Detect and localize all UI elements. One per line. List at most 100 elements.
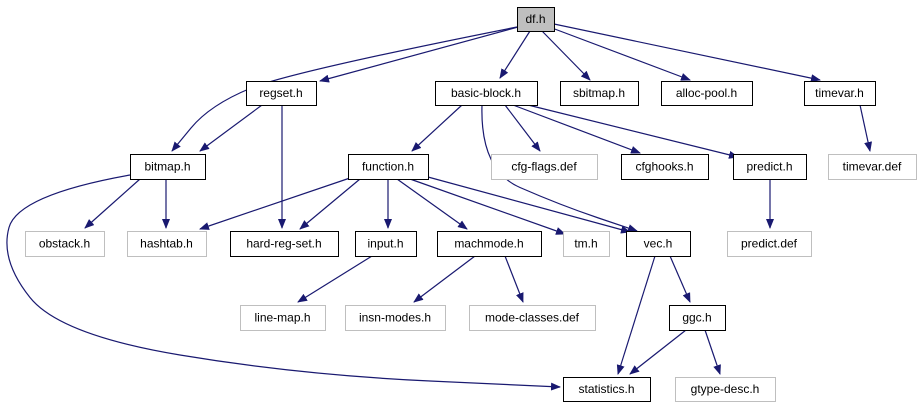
edge-bitmap-to-obstack — [84, 178, 141, 229]
node-box — [733, 154, 807, 180]
node-box — [355, 231, 417, 257]
node-insnmodes[interactable]: insn-modes.h — [345, 305, 446, 331]
node-label: line-map.h — [254, 311, 310, 325]
edge-df-to-sbitmap — [541, 30, 591, 81]
nodes-layer: df.h regset.h basic-block.h sbitmap.h alloc-… — [25, 7, 917, 402]
node-gtypedesc[interactable]: gtype-desc.h — [675, 377, 776, 402]
node-label: gtype-desc.h — [691, 382, 760, 396]
node-cfgflags[interactable]: cfg-flags.def — [491, 154, 598, 180]
node-machmode[interactable]: machmode.h — [437, 231, 542, 257]
node-linemap[interactable]: line-map.h — [240, 305, 326, 331]
node-label: basic-block.h — [451, 86, 521, 100]
node-box — [469, 305, 596, 331]
edge-basicblock-to-vec — [481, 104, 638, 232]
node-timevardef[interactable]: timevar.def — [828, 154, 917, 180]
node-basicblock[interactable]: basic-block.h — [435, 81, 538, 106]
edge-function-to-tm — [409, 178, 566, 235]
node-label: timevar.h — [815, 86, 864, 100]
node-box — [230, 231, 339, 257]
edge-df-to-timevar — [553, 23, 821, 83]
node-label: df.h — [525, 12, 545, 26]
node-box — [621, 154, 709, 180]
node-box — [345, 305, 446, 331]
edge-bitmap-to-statistics — [6, 174, 561, 391]
node-input[interactable]: input.h — [355, 231, 417, 257]
node-box — [437, 231, 542, 257]
node-label: obstack.h — [39, 237, 90, 251]
node-box — [348, 154, 429, 180]
node-ggc[interactable]: ggc.h — [669, 305, 726, 331]
node-box — [626, 231, 691, 257]
edge-basicblock-to-cfghooks — [512, 104, 641, 154]
node-box — [675, 377, 776, 402]
node-box — [246, 81, 317, 106]
node-box — [25, 231, 105, 257]
node-box — [804, 81, 876, 106]
node-df[interactable]: df.h — [517, 7, 555, 32]
edge-timevar-to-timevardef — [859, 104, 872, 152]
node-box — [661, 81, 753, 106]
node-box — [563, 231, 610, 257]
node-label: statistics.h — [578, 382, 634, 396]
node-bitmap[interactable]: bitmap.h — [130, 154, 206, 180]
node-sbitmap[interactable]: sbitmap.h — [560, 81, 639, 106]
node-box — [828, 154, 917, 180]
node-vec[interactable]: vec.h — [626, 231, 691, 257]
node-label: bitmap.h — [144, 160, 190, 174]
node-hashtab[interactable]: hashtab.h — [127, 231, 207, 257]
node-box — [435, 81, 538, 106]
node-box — [563, 377, 651, 402]
edge-ggc-to-statistics — [629, 329, 687, 375]
node-box — [491, 154, 598, 180]
node-label: function.h — [362, 160, 414, 174]
node-box — [727, 231, 812, 257]
edge-machmode-to-insnmodes — [413, 255, 476, 303]
node-statistics[interactable]: statistics.h — [563, 377, 651, 402]
node-label: cfg-flags.def — [511, 160, 577, 174]
node-label: hard-reg-set.h — [246, 237, 321, 251]
edge-basicblock-to-cfgflags — [504, 104, 541, 152]
node-label: ggc.h — [682, 311, 711, 325]
node-box — [669, 305, 726, 331]
node-label: hashtab.h — [140, 237, 193, 251]
node-label: predict.def — [741, 237, 798, 251]
edge-input-to-linemap — [297, 255, 373, 303]
edge-machmode-to-modeclasses — [504, 255, 524, 303]
node-obstack[interactable]: obstack.h — [25, 231, 105, 257]
edge-basicblock-to-predict — [527, 104, 739, 159]
node-timevar[interactable]: timevar.h — [804, 81, 876, 106]
edge-function-to-hashtab — [199, 177, 351, 230]
node-box — [127, 231, 207, 257]
node-tm[interactable]: tm.h — [563, 231, 610, 257]
node-allocpool[interactable]: alloc-pool.h — [661, 81, 753, 106]
node-label: vec.h — [644, 237, 673, 251]
edge-regset-to-bitmap — [199, 104, 263, 152]
node-predict[interactable]: predict.h — [733, 154, 807, 180]
node-label: input.h — [367, 237, 403, 251]
edge-df-to-allocpool — [551, 27, 691, 81]
node-regset[interactable]: regset.h — [246, 81, 317, 106]
node-cfghooks[interactable]: cfghooks.h — [621, 154, 709, 180]
node-label: cfghooks.h — [635, 160, 693, 174]
node-label: insn-modes.h — [359, 311, 431, 325]
edge-basicblock-to-function — [411, 104, 463, 152]
node-box — [130, 154, 206, 180]
edge-function-to-hardregset — [299, 178, 361, 230]
node-box — [517, 7, 555, 32]
node-label: mode-classes.def — [485, 311, 580, 325]
node-label: timevar.def — [843, 160, 902, 174]
node-predictdef[interactable]: predict.def — [727, 231, 812, 257]
node-label: machmode.h — [454, 237, 523, 251]
node-label: sbitmap.h — [573, 86, 625, 100]
node-function[interactable]: function.h — [348, 154, 429, 180]
edge-ggc-to-gtypedesc — [704, 329, 721, 375]
node-label: tm.h — [574, 237, 597, 251]
node-box — [240, 305, 326, 331]
node-label: regset.h — [259, 86, 302, 100]
node-hardregset[interactable]: hard-reg-set.h — [230, 231, 339, 257]
edge-function-to-vec — [427, 176, 631, 234]
node-label: alloc-pool.h — [676, 86, 737, 100]
node-modeclasses[interactable]: mode-classes.def — [469, 305, 596, 331]
node-label: predict.h — [746, 160, 792, 174]
